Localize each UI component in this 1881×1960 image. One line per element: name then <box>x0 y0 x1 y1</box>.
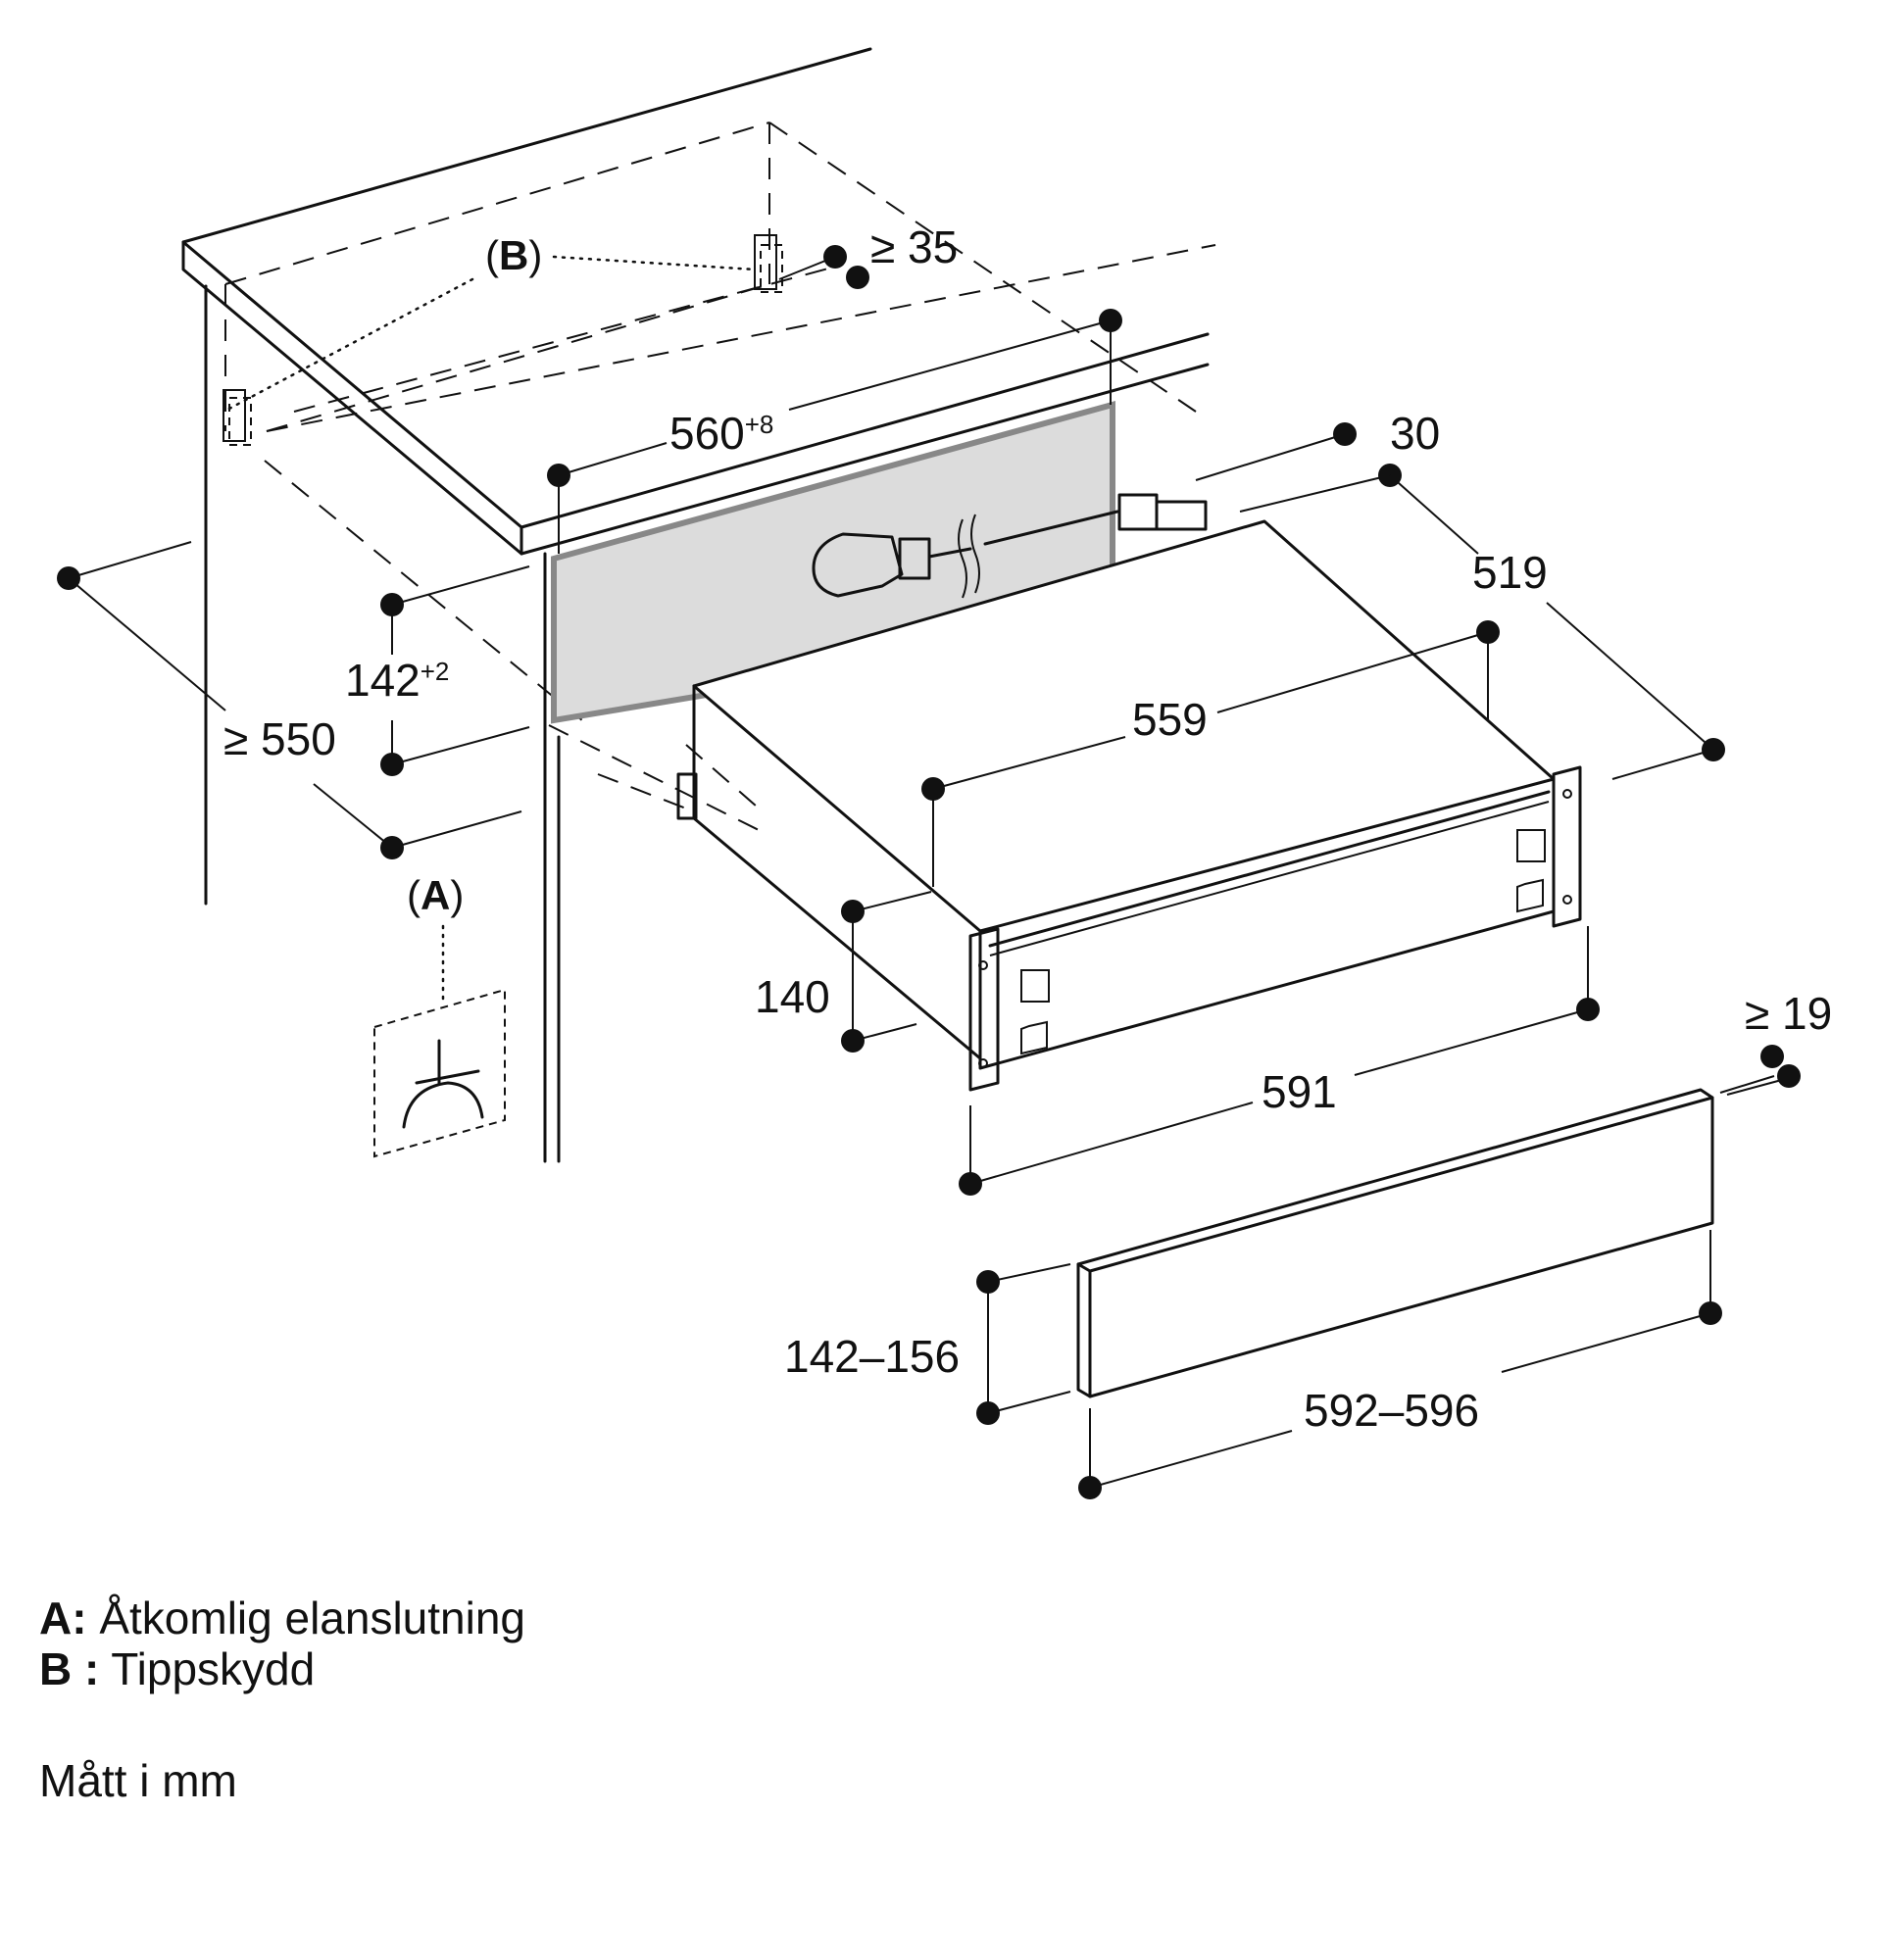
svg-text:142+2: 142+2 <box>345 655 449 706</box>
dim-560: 560+8 <box>547 309 1122 554</box>
legend-text-b: Tippskydd <box>111 1643 316 1694</box>
dim-min-19: ≥ 19 <box>1719 988 1832 1096</box>
hidden-edges <box>224 122 1216 834</box>
legend: A: Åtkomlig elanslutning B : Tippskydd <box>39 1592 525 1694</box>
svg-text:591: 591 <box>1262 1066 1337 1117</box>
svg-text:592–596: 592–596 <box>1304 1385 1479 1436</box>
legend-item-a: A: Åtkomlig elanslutning <box>39 1592 525 1643</box>
legend-item-b: B : Tippskydd <box>39 1643 525 1694</box>
svg-text:≥ 550: ≥ 550 <box>223 713 336 764</box>
units-note: Mått i mm <box>39 1755 237 1806</box>
warming-drawer <box>676 519 1582 1092</box>
svg-text:30: 30 <box>1390 408 1440 459</box>
dim-142-156: 142–156 <box>784 1263 1071 1425</box>
dim-30: 30 <box>1195 408 1440 513</box>
anti-tip-bracket-left <box>223 389 252 446</box>
socket-access-area <box>373 988 506 1158</box>
svg-text:142–156: 142–156 <box>784 1331 960 1382</box>
legend-key-b: B : <box>39 1643 100 1694</box>
cabinet-front-post <box>543 552 561 1163</box>
callout-a: (A) <box>407 872 464 1002</box>
legend-text-a: Åtkomlig elanslutning <box>99 1592 526 1643</box>
dim-592-596: 592–596 <box>1078 1230 1722 1499</box>
svg-text:519: 519 <box>1472 547 1548 598</box>
dim-140: 140 <box>755 891 932 1053</box>
svg-text:559: 559 <box>1132 694 1208 745</box>
dim-142: 142+2 <box>345 565 530 776</box>
dim-519: 519 <box>1389 474 1725 780</box>
power-plug-icon <box>812 493 1208 599</box>
svg-text:≥ 35: ≥ 35 <box>870 221 958 272</box>
countertop <box>181 47 1210 556</box>
svg-text:(B): (B) <box>485 232 542 278</box>
svg-text:560+8: 560+8 <box>669 408 773 459</box>
dim-min-550: ≥ 550 <box>57 541 522 859</box>
dim-559: 559 <box>921 620 1500 887</box>
front-panel <box>1076 1088 1714 1398</box>
svg-text:≥ 19: ≥ 19 <box>1745 988 1832 1039</box>
dim-591: 591 <box>959 926 1600 1196</box>
svg-text:140: 140 <box>755 971 830 1022</box>
legend-key-a: A: <box>39 1592 87 1643</box>
callout-b: (B) <box>225 232 757 412</box>
svg-text:(A): (A) <box>407 872 464 918</box>
anti-tip-bracket-top <box>754 234 783 293</box>
dim-min-35: ≥ 35 <box>778 221 958 289</box>
